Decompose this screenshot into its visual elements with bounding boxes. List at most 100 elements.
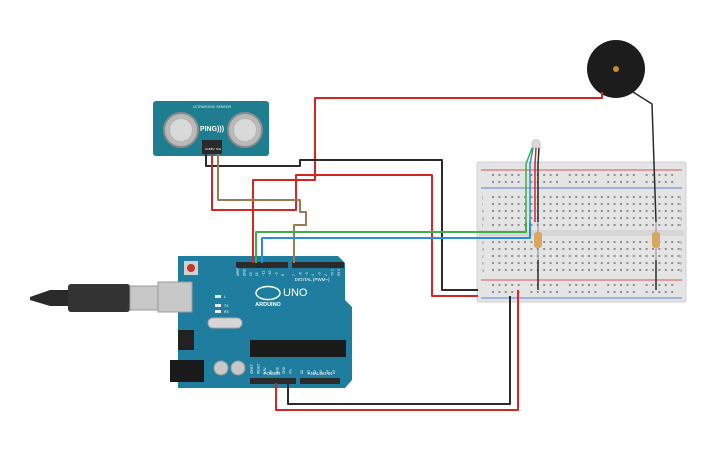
- breadboard-row-letter: a: [482, 268, 485, 273]
- breadboard-hole: [549, 255, 552, 257]
- resistor-led[interactable]: [534, 222, 542, 260]
- breadboard-hole: [626, 248, 629, 250]
- breadboard-hole: [626, 291, 629, 293]
- breadboard-hole: [639, 269, 642, 271]
- breadboard-hole: [639, 224, 642, 226]
- breadboard-hole: [652, 248, 654, 250]
- breadboard-hole: [543, 269, 546, 271]
- usb-plug-metal: [129, 285, 159, 311]
- breadboard-hole: [581, 181, 584, 183]
- breadboard-hole: [511, 248, 514, 250]
- breadboard-hole: [556, 284, 558, 286]
- breadboard-hole: [530, 284, 533, 286]
- breadboard-hole: [517, 196, 520, 198]
- breadboard-hole: [658, 181, 661, 183]
- breadboard-row-letter: h: [680, 209, 682, 214]
- breadboard-hole: [607, 248, 610, 250]
- breadboard-hole: [543, 284, 546, 286]
- breadboard-hole: [524, 210, 526, 212]
- header-pin-label: 3.3V: [263, 367, 267, 374]
- breadboard-hole: [600, 262, 603, 264]
- resistor-buzzer-body: [652, 232, 660, 248]
- breadboard-hole: [492, 174, 494, 176]
- wires: [205, 91, 657, 411]
- breadboard-hole: [632, 224, 635, 226]
- breadboard-hole: [671, 181, 674, 183]
- breadboard-hole: [517, 181, 520, 183]
- wire-buzzer-signal[interactable]: [252, 92, 603, 263]
- breadboard-hole: [581, 284, 584, 286]
- breadboard-hole: [645, 174, 648, 176]
- sensor-pin-sig: SIG: [216, 147, 222, 151]
- power-jack: [170, 360, 204, 382]
- breadboard-hole: [549, 248, 552, 250]
- arduino-uno[interactable]: ARDUINO UNO DIGITAL (PWM~) POWER ANALOG …: [157, 256, 352, 388]
- header-pin-label: GND: [242, 268, 246, 276]
- breadboard-hole: [671, 291, 674, 293]
- breadboard-hole: [594, 255, 597, 257]
- breadboard-hole: [588, 203, 590, 205]
- breadboard-hole: [620, 255, 622, 257]
- breadboard-hole: [549, 181, 552, 183]
- piezo-buzzer[interactable]: [587, 40, 645, 98]
- breadboard-hole: [645, 248, 648, 250]
- breadboard-hole: [639, 196, 642, 198]
- breadboard-hole: [645, 241, 648, 243]
- breadboard-hole: [575, 262, 578, 264]
- breadboard-row-letter: d: [482, 247, 484, 252]
- breadboard-hole: [594, 269, 597, 271]
- breadboard-hole: [594, 181, 597, 183]
- breadboard-hole: [594, 196, 597, 198]
- wire-arduino-gnd[interactable]: [287, 296, 511, 405]
- usb-cable[interactable]: [30, 284, 159, 312]
- breadboard-hole: [620, 284, 622, 286]
- breadboard-hole: [620, 224, 622, 226]
- breadboard-hole: [594, 291, 597, 293]
- breadboard-row-letter: f: [482, 223, 484, 228]
- breadboard-hole: [504, 181, 507, 183]
- breadboard-hole: [504, 269, 507, 271]
- wire-sensor-signal[interactable]: [217, 154, 307, 263]
- breadboard-hole: [677, 262, 680, 264]
- rgb-led-body: [531, 139, 541, 149]
- breadboard-hole: [671, 269, 674, 271]
- wire-sensor-5v[interactable]: [211, 154, 478, 297]
- breadboard-hole: [626, 262, 629, 264]
- breadboard-hole: [588, 241, 590, 243]
- breadboard-hole: [607, 255, 610, 257]
- wire-led-green[interactable]: [255, 222, 527, 263]
- wire-sensor-gnd[interactable]: [205, 154, 478, 291]
- breadboard-hole: [524, 241, 526, 243]
- breadboard-hole: [568, 241, 571, 243]
- breadboard-hole: [498, 224, 501, 226]
- breadboard-hole: [632, 255, 635, 257]
- rgb-led[interactable]: [531, 139, 541, 149]
- breadboard-hole: [543, 241, 546, 243]
- wire-arduino-5v[interactable]: [275, 290, 519, 411]
- ultrasonic-sensor[interactable]: PING))) ULTRASONIC SENSOR GND 5V SIG: [153, 101, 269, 156]
- breadboard-hole: [568, 255, 571, 257]
- breadboard-hole: [639, 210, 642, 212]
- wire-led-blue[interactable]: [261, 222, 531, 263]
- power-label: POWER: [263, 371, 281, 376]
- breadboard-hole: [613, 284, 616, 286]
- breadboard-hole: [613, 262, 616, 264]
- breadboard-hole: [492, 181, 494, 183]
- breadboard-hole: [600, 224, 603, 226]
- resistor-buzzer[interactable]: [652, 222, 660, 260]
- header-pin-label: 8: [281, 274, 285, 276]
- breadboard-hole: [556, 269, 558, 271]
- wire-buzzer-ground-leg[interactable]: [632, 91, 657, 223]
- breadboard-hole: [562, 255, 565, 257]
- breadboard-row-letter: d: [680, 247, 682, 252]
- header-pin-label: 4: [311, 274, 315, 276]
- breadboard-hole: [594, 262, 597, 264]
- breadboard-hole: [652, 210, 654, 212]
- sensor-brand: PING))): [200, 126, 224, 133]
- breadboard-hole: [581, 248, 584, 250]
- breadboard-hole: [549, 284, 552, 286]
- breadboard-hole: [492, 224, 494, 226]
- breadboard-hole: [530, 196, 533, 198]
- breadboard-hole: [530, 291, 533, 293]
